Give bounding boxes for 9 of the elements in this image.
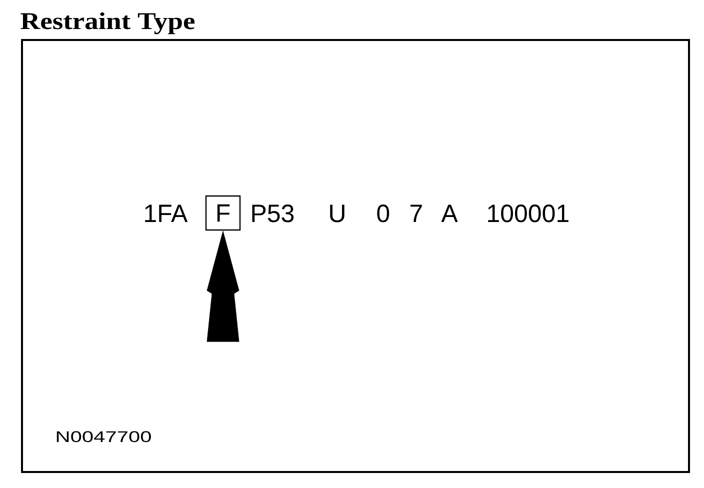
vin-label: 0 [377,204,390,222]
letter-box: F [205,195,241,231]
vin-label: A [441,204,458,222]
vin-label: 7 [410,204,422,222]
reference-number: N0047700 [56,431,151,442]
arrow [206,230,240,342]
vin-label: 100001 [488,204,568,222]
title: Restraint Type [20,12,195,34]
vin-label: U [330,204,344,222]
